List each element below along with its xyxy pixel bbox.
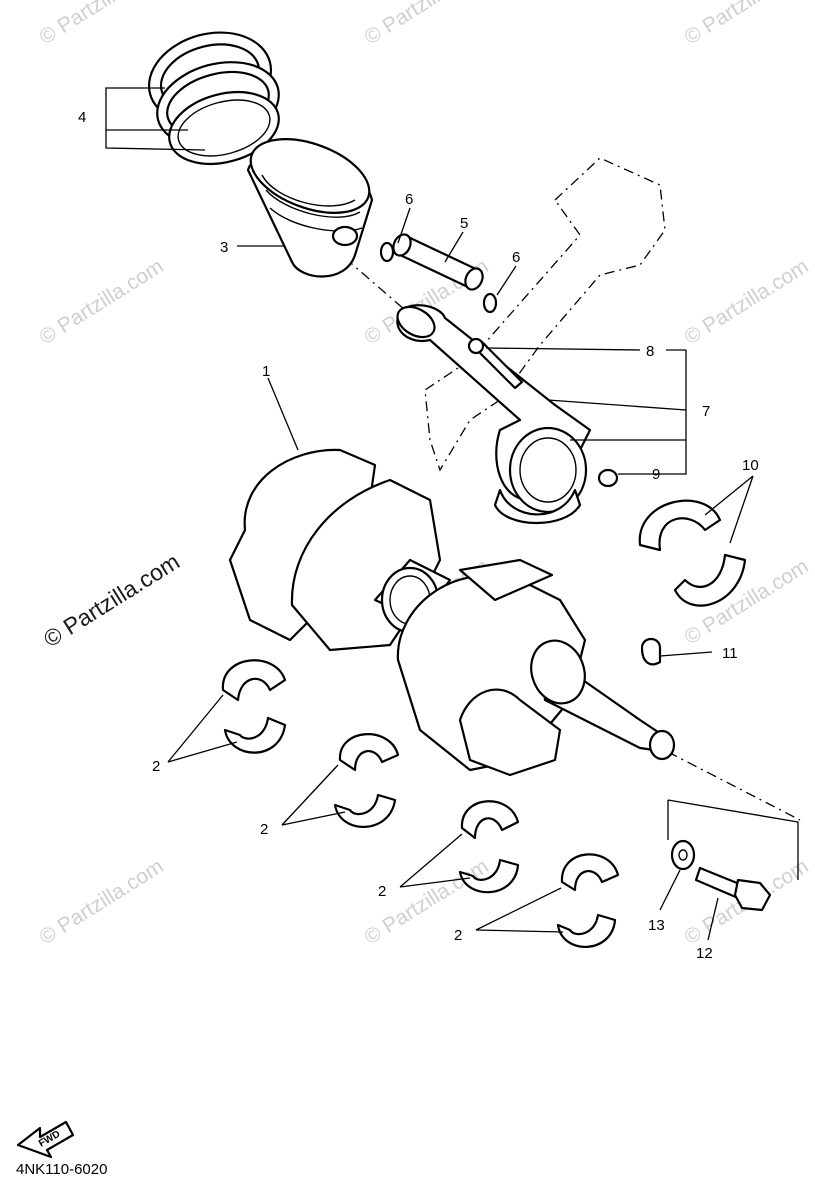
callout-2b: 2 bbox=[260, 821, 268, 838]
callout-4: 4 bbox=[78, 109, 86, 126]
crank-washer bbox=[670, 839, 696, 871]
callout-8: 8 bbox=[646, 343, 654, 360]
callout-5: 5 bbox=[460, 215, 468, 232]
main-bearing-set-1 bbox=[221, 659, 287, 754]
watermark-1: © Partzilla.com bbox=[35, 0, 167, 49]
piston-to-rod-dashed bbox=[344, 257, 406, 311]
main-bearing-set-3 bbox=[458, 800, 520, 894]
watermark-10: © Partzilla.com bbox=[360, 855, 492, 949]
watermark-3: © Partzilla.com bbox=[680, 0, 812, 49]
main-bearing-set-2 bbox=[333, 733, 400, 828]
callout-10: 10 bbox=[742, 457, 759, 474]
crank-bolt bbox=[694, 866, 772, 912]
leader-lines bbox=[105, 87, 754, 941]
watermark-6: © Partzilla.com bbox=[680, 255, 812, 349]
callout-12: 12 bbox=[696, 945, 713, 962]
callout-3: 3 bbox=[220, 239, 228, 256]
watermark-9: © Partzilla.com bbox=[35, 855, 167, 949]
callouts: 1 2 2 2 2 3 4 5 6 6 7 8 9 10 11 12 13 bbox=[78, 109, 759, 962]
bolt-bracket bbox=[667, 799, 799, 880]
callout-13: 13 bbox=[648, 917, 665, 934]
watermark-2: © Partzilla.com bbox=[360, 0, 492, 49]
big-end-bearings bbox=[638, 499, 747, 607]
watermark-4: © Partzilla.com bbox=[35, 255, 167, 349]
callout-1: 1 bbox=[262, 363, 270, 380]
callout-2a: 2 bbox=[152, 758, 160, 775]
main-bearing-set-4 bbox=[556, 853, 620, 948]
callout-2d: 2 bbox=[454, 927, 462, 944]
watermark-main: © Partzilla.com bbox=[39, 548, 184, 652]
woodruff-key bbox=[640, 637, 662, 666]
callout-7: 7 bbox=[702, 403, 710, 420]
piston-rings bbox=[147, 31, 280, 165]
callout-6b: 6 bbox=[512, 249, 520, 266]
crankshaft bbox=[228, 448, 676, 777]
watermarks: © Partzilla.com © Partzilla.com © Partzi… bbox=[35, 0, 812, 949]
connecting-rod bbox=[396, 304, 592, 525]
piston-pin-clip-left bbox=[379, 241, 395, 263]
diagram-code: 4NK110-6020 bbox=[16, 1161, 107, 1178]
callout-11: 11 bbox=[722, 645, 738, 662]
piston-pin-clip-right bbox=[482, 292, 498, 314]
connecting-rod-nut bbox=[597, 468, 619, 488]
piston-pin bbox=[392, 233, 484, 291]
callout-9: 9 bbox=[652, 466, 660, 483]
crank-axis-dashed bbox=[667, 751, 801, 821]
callout-6a: 6 bbox=[405, 191, 413, 208]
fwd-arrow-icon: FWD bbox=[16, 1120, 75, 1159]
callout-2c: 2 bbox=[378, 883, 386, 900]
piston bbox=[246, 138, 374, 278]
